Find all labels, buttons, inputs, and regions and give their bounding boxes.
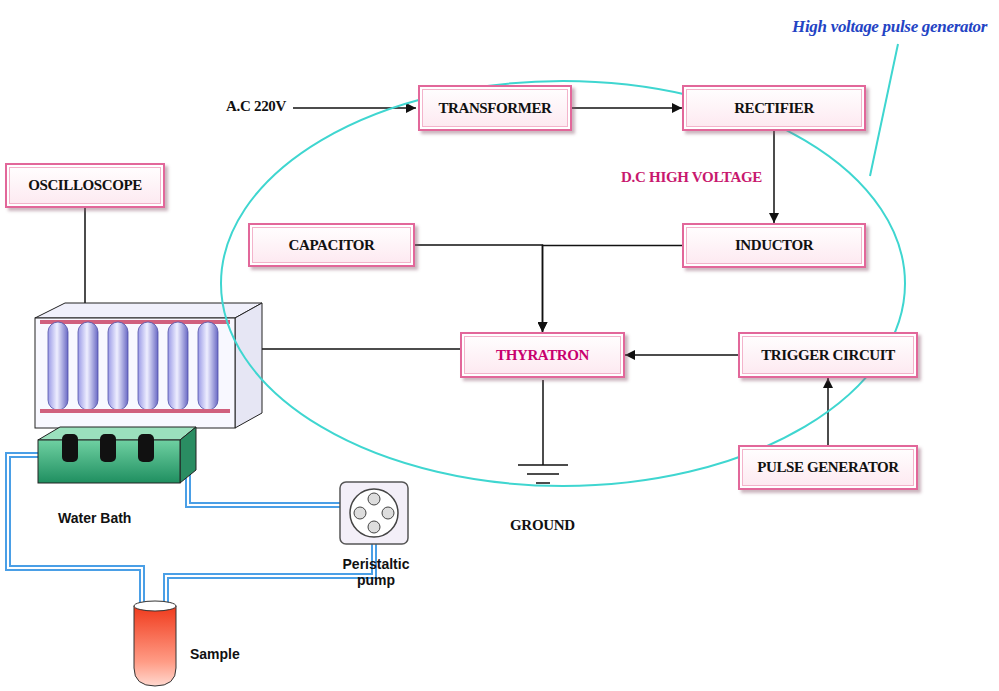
switch-box: THYRATRON — [460, 332, 625, 378]
ground-symbol — [542, 380, 544, 465]
water-bath — [138, 434, 154, 462]
part-label: Water Bath — [58, 510, 131, 526]
liquid-tubing — [166, 544, 374, 606]
water-bath — [62, 434, 78, 462]
connector-arrow — [625, 354, 738, 356]
water-bath — [100, 434, 116, 462]
peristaltic-pump — [340, 482, 408, 544]
supply-label: A.C 220V — [226, 98, 286, 115]
peristaltic-pump — [350, 489, 398, 537]
liquid-tubing — [166, 544, 374, 606]
chamber-wire — [262, 349, 460, 350]
component-box: CAPACITOR — [248, 223, 415, 267]
peristaltic-pump — [382, 507, 394, 519]
water-bath — [38, 427, 196, 440]
cuvette-tube — [48, 322, 218, 410]
cuvette-tube — [198, 322, 218, 410]
liquid-tubing — [180, 472, 340, 505]
component-box: TRIGGER CIRCUIT — [738, 332, 918, 378]
water-bath — [38, 427, 196, 483]
box-label: THYRATRON — [496, 347, 589, 364]
water-bath — [180, 427, 196, 483]
ground-symbol — [527, 473, 559, 475]
sample-tube — [134, 601, 176, 611]
electroporation-chamber — [40, 409, 230, 413]
component-box: INDUCTOR — [682, 223, 866, 268]
peristaltic-pump — [368, 493, 380, 505]
component-box: PULSE GENERATOR — [738, 445, 918, 490]
peristaltic-pump — [368, 521, 380, 533]
oscilloscope-wire — [85, 208, 86, 318]
input-arrow — [293, 108, 416, 109]
component-box: RECTIFIER — [682, 85, 866, 131]
connector-arrow — [543, 246, 683, 333]
peristaltic-pump — [340, 482, 408, 544]
generator-ellipse — [220, 80, 906, 487]
heading-leader — [870, 44, 898, 176]
oscilloscope-wire — [84, 208, 86, 318]
heading-leader — [870, 44, 898, 176]
cuvette-tube — [168, 322, 188, 410]
group-heading: High voltage pulse generator — [792, 17, 987, 37]
electroporation-chamber — [35, 318, 235, 428]
electroporation-chamber — [35, 303, 262, 318]
ground-symbol — [518, 464, 568, 466]
electroporation-chamber — [235, 303, 262, 428]
cuvette-tube — [48, 322, 68, 410]
part-label: Sample — [190, 646, 240, 662]
ground-label: GROUND — [510, 517, 575, 534]
sample-tube — [134, 606, 176, 686]
cuvette-tube — [138, 322, 158, 410]
box-label: INDUCTOR — [735, 237, 813, 254]
generator-outline: High voltage pulse generatorTRANSFORMERR… — [220, 80, 906, 487]
ground-symbol — [518, 380, 568, 483]
signal-label: D.C HIGH VOLTAGE — [619, 169, 764, 186]
peristaltic-pump — [354, 507, 366, 519]
electroporation-chamber — [40, 320, 230, 324]
liquid-tubing — [180, 472, 340, 505]
component-box: TRANSFORMER — [418, 85, 572, 131]
connector-arrow — [773, 131, 775, 223]
instrument-box: OSCILLOSCOPE — [5, 163, 165, 208]
cuvette-tube — [108, 322, 128, 410]
input-arrow — [293, 107, 416, 109]
box-label: PULSE GENERATOR — [757, 459, 898, 476]
chamber-wire — [262, 348, 460, 350]
connector-arrow — [572, 107, 682, 109]
box-label: TRANSFORMER — [438, 100, 551, 117]
ground-symbol — [536, 482, 550, 484]
connector-arrow — [415, 245, 543, 332]
box-label: OSCILLOSCOPE — [28, 177, 142, 194]
box-label: RECTIFIER — [734, 100, 814, 117]
box-label: CAPACITOR — [289, 237, 375, 254]
cuvette-tube — [78, 322, 98, 410]
generator-ellipse — [221, 81, 905, 486]
part-label: Peristaltic pump — [336, 556, 416, 588]
box-label: TRIGGER CIRCUIT — [761, 347, 895, 364]
sample-tube — [134, 601, 176, 686]
